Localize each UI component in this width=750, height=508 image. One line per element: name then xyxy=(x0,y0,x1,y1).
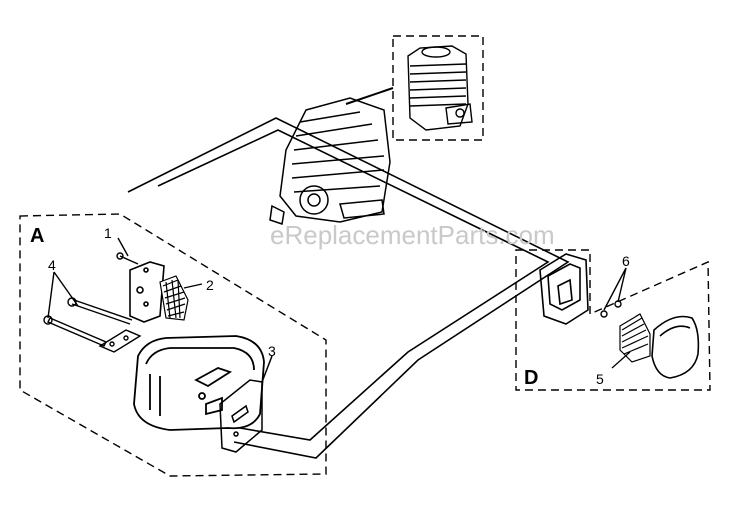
part-6-screws xyxy=(600,267,627,318)
filter-cover xyxy=(651,315,700,379)
part-4-bolts xyxy=(43,271,133,347)
part-1-bolt xyxy=(116,237,139,265)
bracket-plate xyxy=(129,261,165,323)
engine-block xyxy=(269,97,391,225)
section-label-a: A xyxy=(30,225,44,247)
callout-4: 4 xyxy=(48,257,56,273)
part-3-heat-shield xyxy=(219,355,273,453)
gasket-plate xyxy=(98,329,142,353)
assembly-frame xyxy=(127,117,570,459)
muffler-body xyxy=(133,335,265,431)
part-2-screen xyxy=(159,275,203,321)
callout-5: 5 xyxy=(596,371,604,387)
watermark-text: eReplacementParts.com xyxy=(270,220,555,250)
callout-3: 3 xyxy=(268,343,276,359)
callout-6: 6 xyxy=(622,253,630,269)
section-d-outline xyxy=(515,249,711,391)
section-label-d: D xyxy=(524,367,538,389)
section-a-outline xyxy=(19,213,327,477)
cylinder-inset xyxy=(345,35,484,141)
callout-2: 2 xyxy=(206,277,214,293)
air-filter-housing xyxy=(539,253,589,325)
part-5-filter xyxy=(611,313,651,369)
callout-1: 1 xyxy=(104,225,112,241)
